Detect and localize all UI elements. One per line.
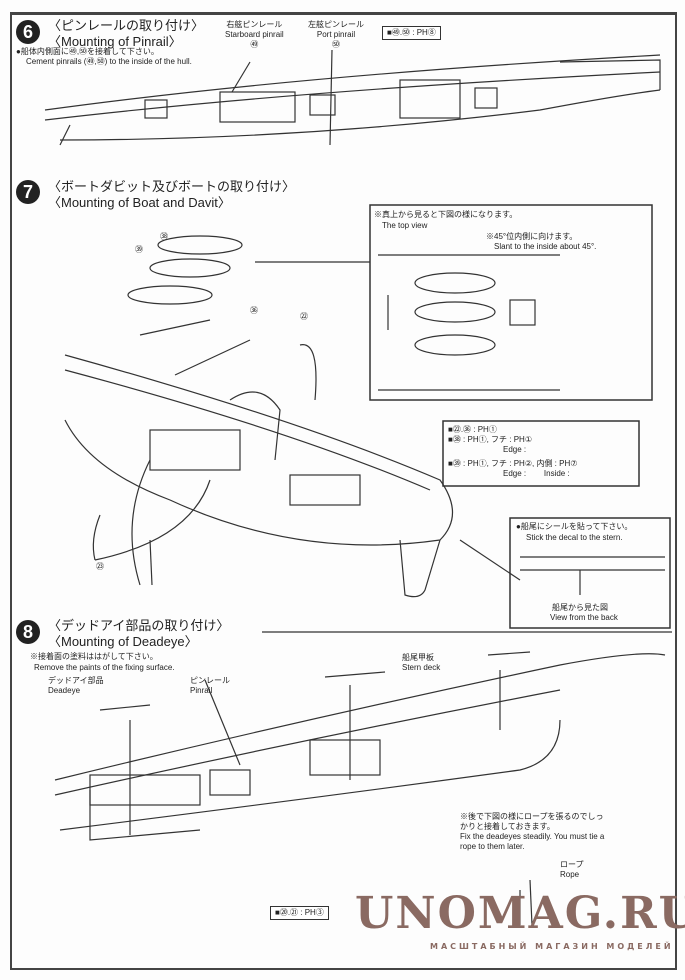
decal-note-jp: ●船尾にシールを貼って下さい。: [516, 522, 633, 531]
step6-title-en: 〈Mounting of Pinrail〉: [48, 34, 182, 49]
topview-note-jp: ※真上から見ると下図の様になります。: [374, 210, 518, 219]
paint-line: ■㉒.㊱ : PH①: [448, 425, 497, 434]
part-label: ㉓: [96, 562, 104, 571]
decal-box: [509, 517, 671, 629]
pinrail-label: ピンレール Pinrail: [190, 676, 230, 696]
label-jp: 船尾甲板: [402, 653, 434, 662]
part-label: ㊳: [160, 232, 168, 241]
label-jp: デッドアイ部品: [48, 676, 104, 685]
part-number: ㊾: [250, 40, 259, 49]
top-view-box: [369, 204, 653, 401]
step6-paint-code: ■㊾.㊿ : PH⑧: [382, 26, 441, 40]
rope-note: ※後で下図の様にロープを張るのでしっかりと接着しておきます。 Fix the d…: [460, 812, 610, 852]
step8-title-jp: 〈デッドアイ部品の取り付け〉: [48, 619, 230, 634]
starboard-pinrail-label: 右舷ピンレール Starboard pinrail ㊾: [225, 20, 284, 50]
step-number-8: 8: [16, 620, 40, 644]
deadeye-label: デッドアイ部品 Deadeye: [48, 676, 104, 696]
rope-note-en: Fix the deadeyes steadily. You must tie …: [460, 832, 605, 851]
topview-note-en: The top view: [382, 221, 428, 230]
label-en: Deadeye: [48, 686, 81, 695]
watermark-subtitle: МАСШТАБНЫЙ МАГАЗИН МОДЕЛЕЙ: [430, 942, 674, 951]
label-en: Pinrail: [190, 686, 213, 695]
step7-title-jp: 〈ボートダビット及びボートの取り付け〉: [48, 180, 296, 195]
deadeye-drawing: [54, 651, 666, 926]
label-jp: 右舷ピンレール: [226, 20, 283, 29]
step-number-6: 6: [16, 20, 40, 44]
step6-note-jp: ●船体内側面に㊾,㊿を接着して下さい。: [16, 47, 159, 56]
step7-paint-codes: ■㉒.㊱ : PH① ■㊳ : PH①, フチ : PH① Edge : ■㊴ …: [448, 425, 577, 479]
stern-deck-label: 船尾甲板 Stern deck: [402, 653, 440, 673]
slant-note-en: Slant to the inside about 45°.: [494, 242, 597, 251]
watermark-logo: UNOMAG.RU: [355, 888, 685, 939]
part-number: ㊿: [332, 40, 340, 49]
step6-title-jp: 〈ピンレールの取り付け〉: [48, 19, 205, 34]
step-number-7: 7: [16, 180, 40, 204]
boat-davit-drawing: [64, 235, 521, 598]
step8-note-en: Remove the paints of the fixing surface.: [34, 663, 175, 672]
slant-note-jp: ※45°位内側に向けます。: [486, 232, 578, 241]
paint-line-en: Edge :: [503, 445, 527, 454]
rope-note-jp: ※後で下図の様にロープを張るのでしっかりと接着しておきます。: [460, 812, 604, 831]
part-label: ㉒: [300, 312, 308, 321]
rope-label: ロープ Rope: [560, 860, 584, 880]
page-frame: [10, 12, 677, 970]
label-jp: 左舷ピンレール: [308, 20, 364, 29]
paint-line-en: Edge : Inside :: [503, 469, 570, 478]
step8-title-en: 〈Mounting of Deadeye〉: [48, 634, 198, 649]
port-pinrail-label: 左舷ピンレール Port pinrail ㊿: [308, 20, 364, 50]
back-view-jp: 船尾から見た図: [552, 603, 608, 612]
label-en: Rope: [560, 870, 580, 879]
paint-line: ■㊳ : PH①, フチ : PH①: [448, 435, 533, 444]
step8-note-jp: ※接着面の塗料ははがして下さい。: [30, 652, 158, 661]
step7-title-en: 〈Mounting of Boat and Davit〉: [48, 195, 231, 210]
part-label: ㊱: [250, 306, 258, 315]
paint-line: ■㊴ : PH①, フチ : PH②, 内側 : PH⑦: [448, 459, 578, 468]
top-view-drawing: [378, 254, 560, 391]
step6-note-en: Cement pinrails (㊾,㊿) to the inside of t…: [26, 57, 192, 66]
paint-code-box: [442, 420, 640, 487]
label-en: Port pinrail: [316, 30, 356, 39]
label-en: Starboard pinrail: [225, 30, 284, 39]
part-label: ㊴: [135, 245, 143, 254]
decal-note-en: Stick the decal to the stern.: [526, 533, 623, 542]
label-jp: ロープ: [560, 860, 584, 869]
stern-view-drawing: [520, 556, 665, 595]
label-en: Stern deck: [402, 663, 441, 672]
pinrail-hull-drawing: [44, 49, 661, 146]
label-jp: ピンレール: [190, 676, 230, 685]
step8-paint-code: ■⑳.㉑ : PH③: [270, 906, 329, 920]
back-view-en: View from the back: [550, 613, 618, 622]
